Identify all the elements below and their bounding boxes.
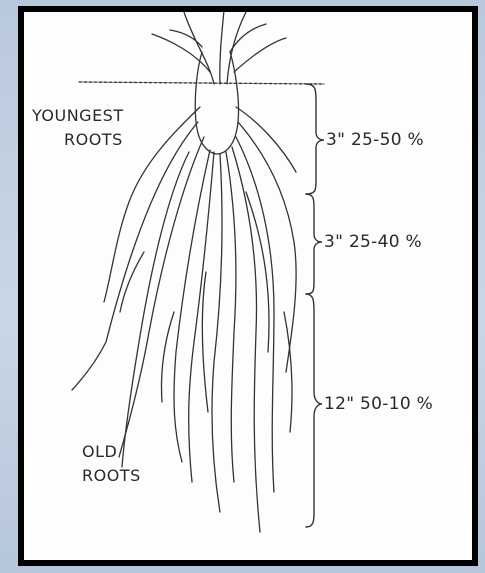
brace-1: [306, 84, 324, 194]
brace-2: [306, 194, 322, 294]
shoot: [220, 12, 224, 84]
youngest-roots-label-2: ROOTS: [64, 132, 123, 148]
root: [246, 192, 269, 352]
old-roots-label-1: OLD: [82, 444, 117, 460]
depth-braces: [306, 84, 324, 527]
shoot: [184, 12, 214, 84]
soil-line: [79, 82, 324, 84]
root: [162, 312, 175, 402]
brace-3: [306, 294, 322, 527]
shoot: [227, 12, 246, 84]
youngest-roots-label-1: YOUNGEST: [32, 108, 124, 124]
root: [212, 154, 222, 512]
shoot: [234, 38, 286, 72]
root: [202, 272, 208, 412]
depth-label-3: 12" 50-10 %: [324, 396, 433, 413]
root: [232, 147, 260, 532]
root: [284, 312, 292, 432]
root-diagram: YOUNGEST ROOTS OLD ROOTS 3" 25-50 % 3" 2…: [24, 12, 472, 560]
depth-label-1: 3" 25-50 %: [326, 132, 424, 149]
crown: [195, 52, 238, 154]
root: [189, 152, 214, 482]
root: [119, 137, 204, 457]
root: [226, 152, 236, 482]
root: [122, 152, 189, 467]
root: [120, 252, 144, 312]
old-roots-label-2: ROOTS: [82, 468, 141, 484]
root: [72, 122, 198, 390]
root: [174, 150, 210, 462]
depth-label-2: 3" 25-40 %: [324, 234, 422, 251]
